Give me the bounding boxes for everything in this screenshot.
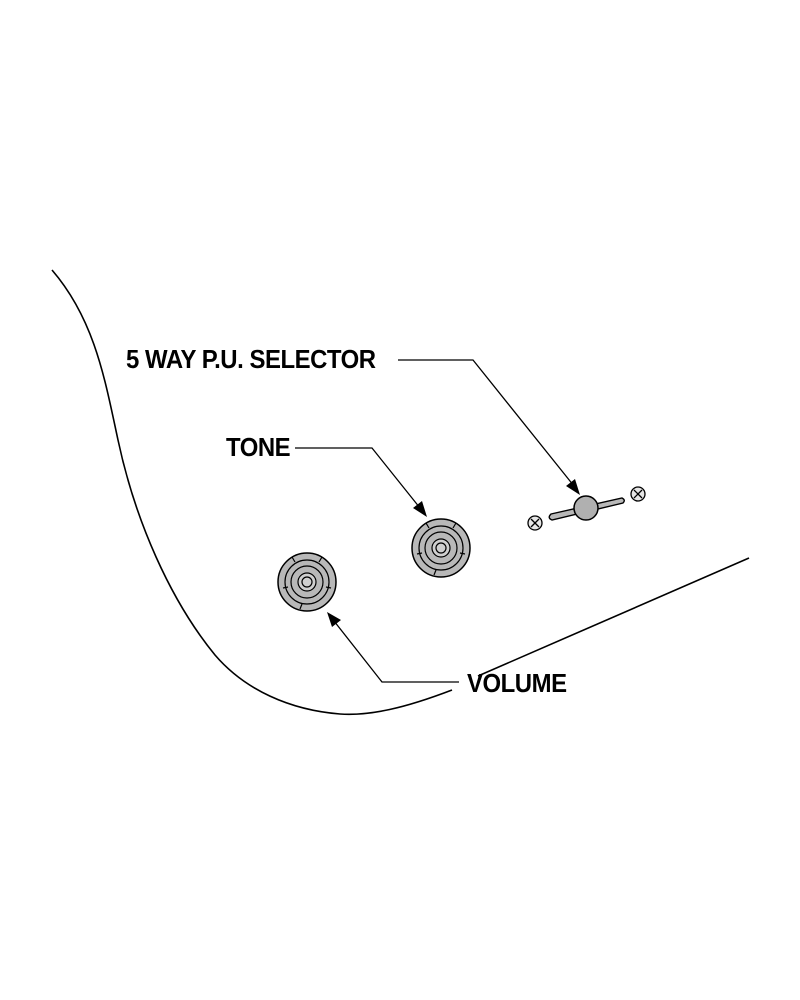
screw-right-icon xyxy=(630,486,646,502)
selector-lever-tip xyxy=(573,495,599,521)
tone-label: TONE xyxy=(226,432,291,462)
tone-knob[interactable] xyxy=(411,518,471,578)
pickup-selector-switch[interactable] xyxy=(527,486,646,531)
guitar-body-outline xyxy=(51,269,453,716)
selector-label: 5 WAY P.U. SELECTOR xyxy=(126,344,376,374)
screw-left-icon xyxy=(527,515,543,531)
tone-leader-line xyxy=(295,447,421,509)
tone-arrowhead xyxy=(413,501,427,517)
selector-leader-line xyxy=(398,359,575,487)
volume-knob[interactable] xyxy=(277,552,337,612)
selector-arrowhead xyxy=(566,479,580,495)
volume-leader-line xyxy=(333,620,459,683)
volume-label: VOLUME xyxy=(467,668,567,698)
guitar-body-edge xyxy=(477,557,750,677)
volume-arrowhead xyxy=(327,612,341,627)
